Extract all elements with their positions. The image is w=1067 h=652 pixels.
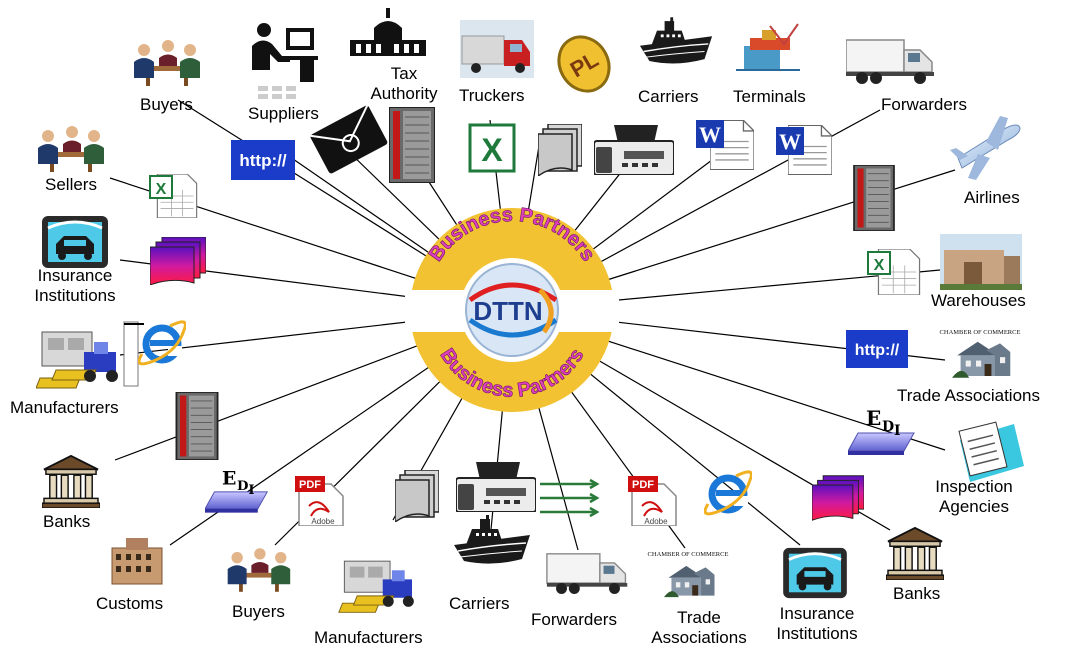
http-badge-right: http:// xyxy=(846,330,908,368)
excel-icon-truckers: X xyxy=(468,123,516,173)
forwarders-truck-bottom xyxy=(546,553,628,594)
label-customs: Customs xyxy=(96,594,164,613)
buyers-top-illustration xyxy=(134,40,200,86)
email-envelope-icon xyxy=(309,104,388,174)
browser-icon-bottom xyxy=(705,472,751,514)
server-icon-airlines xyxy=(853,165,895,231)
document-stack-magenta-icon-left xyxy=(150,237,206,285)
edi-icon-right xyxy=(848,405,915,456)
label-terminals: Terminals xyxy=(733,87,806,106)
warehouse-photo xyxy=(940,234,1022,290)
browser-icon-left xyxy=(123,322,185,387)
label-trade-associations-right: Trade Associations xyxy=(897,386,1040,405)
label-banks-right: Banks xyxy=(893,584,941,603)
inspection-clipboard xyxy=(958,421,1024,482)
manufacturers-left-illustration xyxy=(36,331,119,389)
excel-sheet-icon-sellers: X xyxy=(149,174,198,218)
label-inspection-agencies: Inspection Agencies xyxy=(935,477,1013,516)
hub-title: DTTN xyxy=(473,296,542,326)
word-doc-icon-terminals: W xyxy=(696,120,754,170)
suppliers-illustration xyxy=(252,23,318,99)
truck-photo xyxy=(460,20,534,78)
customs-building xyxy=(111,538,163,585)
label-airlines: Airlines xyxy=(964,188,1020,207)
insurance-garage-bottom xyxy=(781,546,849,600)
label-sellers: Sellers xyxy=(45,175,97,194)
label-trade-associations-bottom: Trade Associations xyxy=(651,608,747,647)
svg-text:http://: http:// xyxy=(239,151,286,170)
label-forwarders-bottom: Forwarders xyxy=(531,610,617,629)
label-truckers: Truckers xyxy=(459,86,525,105)
edi-icon-left xyxy=(205,466,268,514)
insurance-garage-left xyxy=(40,214,110,270)
document-stack-magenta-icon-right xyxy=(812,475,864,521)
server-icon-tax xyxy=(389,107,435,183)
svg-text:X: X xyxy=(874,257,885,274)
label-forwarders-top: Forwarders xyxy=(881,95,967,114)
sellers-illustration xyxy=(38,126,104,172)
label-suppliers: Suppliers xyxy=(248,104,319,123)
fax-icon-top xyxy=(594,125,674,175)
manufacturers-bottom-illustration xyxy=(338,560,415,613)
wire-transfer-icon xyxy=(540,478,600,518)
label-tax-authority: Tax Authority xyxy=(370,64,438,103)
plp-logo: PL xyxy=(557,35,611,93)
svg-text:CHAMBER OF COMMERCE: CHAMBER OF COMMERCE xyxy=(648,551,729,558)
forwarders-truck-top xyxy=(846,39,935,84)
svg-text:W: W xyxy=(779,129,801,154)
pdf-icon-right xyxy=(628,476,677,526)
excel-sheet-icon-warehouses: X xyxy=(867,249,921,295)
document-stack-icon-bottom xyxy=(395,470,439,522)
banks-left-illustration xyxy=(42,454,100,508)
label-banks-left: Banks xyxy=(43,512,91,531)
label-buyers-top: Buyers xyxy=(140,95,193,114)
dttn-hub: Business Partners Business Partners DTTN xyxy=(405,204,619,412)
svg-text:http://: http:// xyxy=(855,342,900,359)
svg-text:CHAMBER OF COMMERCE: CHAMBER OF COMMERCE xyxy=(940,329,1021,336)
label-manufacturers-bottom: Manufacturers xyxy=(314,628,423,647)
tax-authority-illustration xyxy=(350,8,426,56)
word-doc-icon-forwarders: W xyxy=(776,125,832,175)
label-carriers-bottom: Carriers xyxy=(449,594,510,613)
fax-icon-bottom xyxy=(456,462,536,512)
label-manufacturers-left: Manufacturers xyxy=(10,398,119,417)
label-warehouses: Warehouses xyxy=(931,291,1026,310)
label-insurance-left: Insurance Institutions xyxy=(34,266,116,305)
http-badge-top: http:// xyxy=(231,140,295,180)
server-icon-banks xyxy=(175,392,219,460)
chamber-of-commerce-bottom: CHAMBER OF COMMERCE xyxy=(648,551,729,598)
chamber-of-commerce-right: CHAMBER OF COMMERCE xyxy=(940,329,1021,378)
airplane-illustration xyxy=(950,116,1021,180)
svg-text:W: W xyxy=(699,122,721,147)
carriers-ship-top xyxy=(639,16,713,65)
label-insurance-bottom: Insurance Institutions xyxy=(776,604,858,643)
banks-right-illustration xyxy=(886,526,944,580)
document-stack-icon-top xyxy=(538,124,582,176)
label-carriers-top: Carriers xyxy=(638,87,699,106)
svg-text:X: X xyxy=(156,181,167,198)
terminals-illustration xyxy=(736,23,800,71)
buyers-bottom-illustration xyxy=(227,548,291,592)
label-buyers-bottom: Buyers xyxy=(232,602,285,621)
svg-text:X: X xyxy=(481,132,503,168)
pdf-icon-left xyxy=(295,476,344,526)
